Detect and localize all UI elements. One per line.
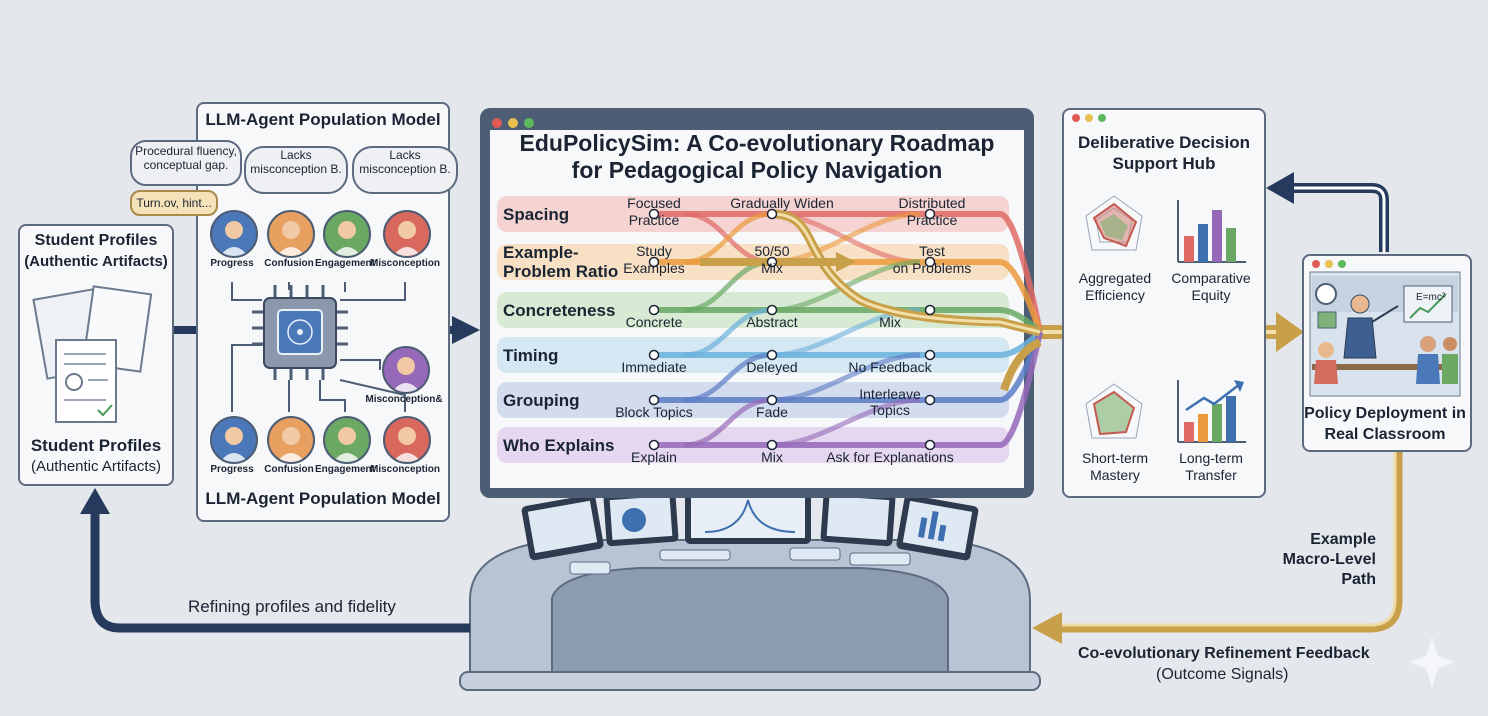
metric-comparative-equity: Comparative Equity — [1171, 270, 1251, 303]
agent-avatar-bottom-2 — [323, 416, 371, 464]
window-minimize-dot — [508, 118, 518, 128]
roadmap-title-line1: EduPolicySim: A Co-evolutionary Roadmap — [519, 130, 995, 156]
agent-panel-bottom-title: LLM-Agent Population Model — [205, 489, 441, 508]
metric-long-term-transfer: Long-term Transfer — [1179, 450, 1243, 483]
agent-avatar-top-1 — [267, 210, 315, 258]
hub-close-dot — [1072, 114, 1080, 122]
thought-bubble-2: Lacks misconception B. — [244, 146, 348, 194]
agent-avatar-bottom-3 — [383, 416, 431, 464]
agent-avatar-bottom-0 — [210, 416, 258, 464]
student-panel-subtitle: (Authentic Artifacts) — [24, 253, 168, 270]
control-console — [459, 488, 1041, 691]
metric-short-term-mastery: Short-term Mastery — [1081, 450, 1149, 483]
agent-avatar-bottom-1-label: Confusion — [264, 464, 314, 475]
agent-avatar-top-2 — [323, 210, 371, 258]
hub-maximize-dot — [1098, 114, 1106, 122]
agent-avatar-top-3 — [383, 210, 431, 258]
window-close-dot — [492, 118, 502, 128]
deploy-close-dot — [1312, 260, 1320, 268]
agent-avatar-bottom-3-label: Misconception — [369, 464, 440, 475]
hub-minimize-dot — [1085, 114, 1093, 122]
agent-avatar-side — [382, 346, 430, 394]
agent-avatar-top-2-label: Engagement — [314, 258, 375, 269]
thought-bubble-3: Lacks misconception B. — [352, 146, 458, 194]
refine-label: Refining profiles and fidelity — [188, 597, 396, 616]
board-equation: E=mc² — [1416, 292, 1446, 303]
agent-panel-title: LLM-Agent Population Model — [205, 110, 441, 129]
feedback-subtitle: (Outcome Signals) — [1156, 666, 1289, 683]
feedback-title: Co-evolutionary Refinement Feedback — [1078, 645, 1370, 662]
deployment-title: Policy Deployment in Real Classroom — [1304, 405, 1466, 443]
agent-avatar-bottom-2-label: Engagement — [314, 464, 375, 475]
agent-avatar-top-0 — [210, 210, 258, 258]
metric-aggregated-efficiency: Aggregated Efficiency — [1078, 270, 1152, 303]
macro-path-label: Example Macro-Level Path — [1282, 531, 1376, 588]
agent-avatar-top-1-label: Confusion — [264, 258, 314, 269]
student-panel-title: Student Profiles — [34, 232, 158, 249]
deploy-maximize-dot — [1338, 260, 1346, 268]
student-panel-bottom-title: Student Profiles — [30, 436, 162, 455]
agent-avatar-bottom-0-label: Progress — [210, 464, 254, 475]
window-maximize-dot — [524, 118, 534, 128]
hint-bubble: Turn.ov, hint... — [130, 190, 218, 216]
thought-bubble-1: Procedural fluency, conceptual gap. — [130, 140, 242, 186]
agent-avatar-bottom-1 — [267, 416, 315, 464]
student-profiles-panel: Student Profiles (Authentic Artifacts) S… — [18, 224, 174, 486]
hub-title: Deliberative Decision Support Hub — [1078, 133, 1250, 173]
agent-avatar-top-0-label: Progress — [210, 258, 254, 269]
document-stack-icon — [32, 285, 153, 423]
deploy-minimize-dot — [1325, 260, 1333, 268]
agent-avatar-side-label: Misconception& — [365, 394, 443, 405]
agent-avatar-top-3-label: Misconception — [369, 258, 440, 269]
student-panel-bottom-subtitle: (Authentic Artifacts) — [30, 458, 162, 475]
roadmap-title-line2: for Pedagogical Policy Navigation — [571, 157, 943, 183]
